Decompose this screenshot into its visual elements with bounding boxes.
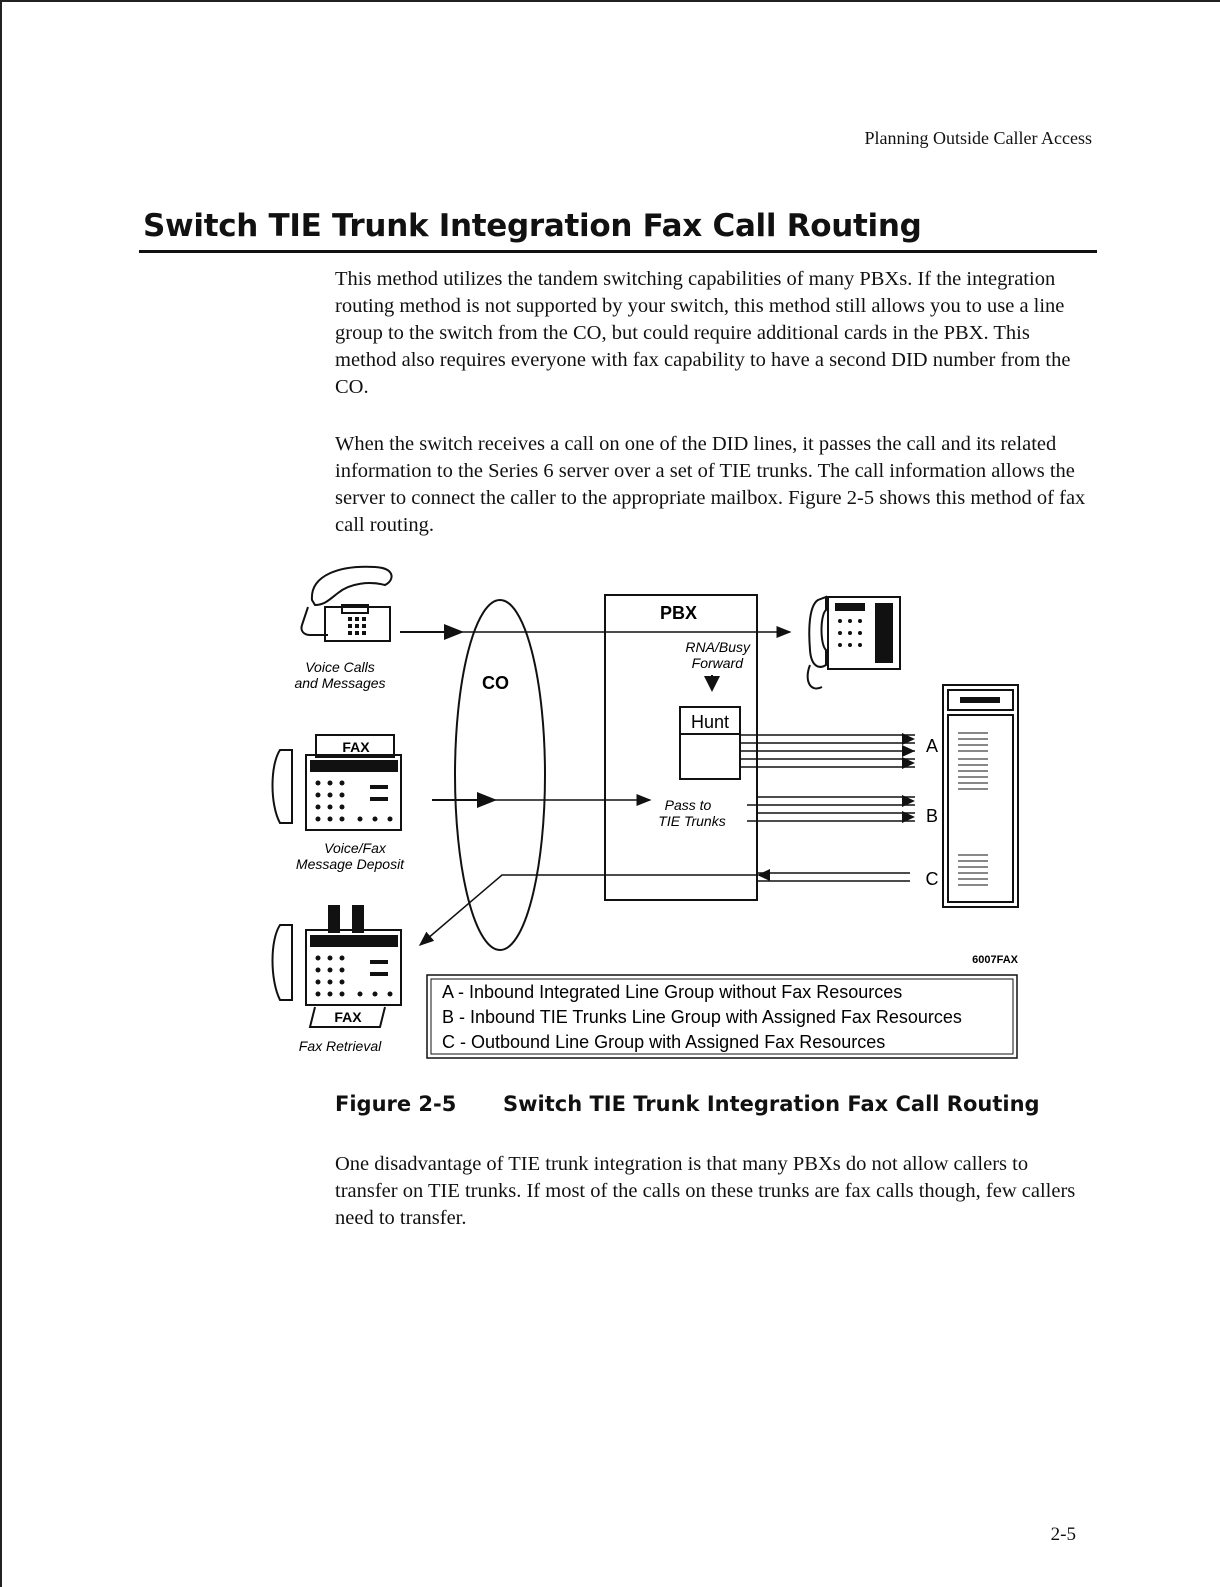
paragraph-switch-receives: When the switch receives a call on one o… — [335, 433, 1086, 536]
title-rule — [139, 250, 1097, 253]
pass-to-label: Pass to — [665, 797, 712, 813]
legend-item-c: C - Outbound Line Group with Assigned Fa… — [442, 1032, 885, 1052]
retrieval-fax-paper-right — [352, 905, 364, 933]
server-drive-slot — [960, 697, 1000, 703]
legend-item-b: B - Inbound TIE Trunks Line Group with A… — [442, 1007, 962, 1027]
station-phone-keypad — [838, 619, 862, 647]
trunk-c-arrow — [757, 869, 770, 881]
trunk-b-label: B — [926, 806, 938, 826]
forward-label: Forward — [692, 655, 745, 671]
fax-retrieval-label: Fax Retrieval — [299, 1038, 382, 1054]
retrieval-fax-display — [310, 935, 398, 947]
rna-busy-label: RNA/Busy — [685, 639, 751, 655]
trunk-group-b-lines — [747, 796, 915, 822]
deposit-fax-machine-icon — [271, 734, 402, 831]
voice-calls-label: Voice Calls — [305, 659, 375, 675]
trunk-a-arrows — [902, 733, 915, 769]
page-number: 2-5 — [1050, 1524, 1076, 1545]
legend-item-a: A - Inbound Integrated Line Group withou… — [442, 982, 902, 1002]
pbx-label: PBX — [660, 603, 697, 623]
hunt-label: Hunt — [691, 712, 729, 732]
trunk-a-label: A — [926, 736, 938, 756]
retrieval-fax-paper-left — [328, 905, 340, 933]
figure-number: Figure 2-5 — [335, 1092, 457, 1116]
retrieval-fax-keypad — [315, 955, 393, 997]
figure-code: 6007FAX — [972, 954, 1019, 966]
co-cloud — [454, 599, 546, 951]
trunk-c-label: C — [926, 869, 939, 889]
voice-phone-keypad — [348, 617, 366, 635]
outbound-line-to-retrieval — [418, 874, 757, 946]
server-vents — [958, 732, 988, 886]
station-phone-icon — [806, 595, 901, 690]
deposit-fax-display — [310, 760, 398, 772]
deposit-fax-label: FAX — [342, 739, 370, 755]
paragraph-disadvantage: One disadvantage of TIE trunk integratio… — [335, 1153, 1076, 1229]
fax-routing-diagram: Voice Calls and Messages CO PBX RNA/Busy… — [271, 565, 1019, 1059]
voice-phone-icon — [300, 565, 393, 642]
legend-box — [426, 974, 1018, 1059]
co-label: CO — [482, 673, 509, 693]
paragraph-intro: This method utilizes the tandem switchin… — [335, 268, 1071, 398]
message-deposit-label: Message Deposit — [296, 856, 405, 872]
retrieval-fax-label: FAX — [334, 1009, 362, 1025]
figure-title: Switch TIE Trunk Integration Fax Call Ro… — [503, 1092, 1040, 1116]
trunk-group-c-lines — [757, 872, 910, 882]
server-tower-icon — [942, 684, 1019, 908]
voice-fax-label: Voice/Fax — [324, 840, 387, 856]
section-title: Switch TIE Trunk Integration Fax Call Ro… — [143, 208, 922, 244]
trunk-b-arrows — [902, 795, 915, 823]
deposit-fax-keypad — [315, 780, 393, 822]
pbx-box — [604, 594, 758, 901]
station-phone-button-bank — [875, 603, 893, 663]
trunk-group-a-lines — [740, 734, 915, 768]
tie-trunks-label: TIE Trunks — [658, 813, 725, 829]
station-phone-display — [835, 603, 865, 611]
running-header: Planning Outside Caller Access — [864, 128, 1092, 148]
and-messages-label: and Messages — [294, 675, 385, 691]
legend-inner-box — [430, 978, 1014, 1055]
